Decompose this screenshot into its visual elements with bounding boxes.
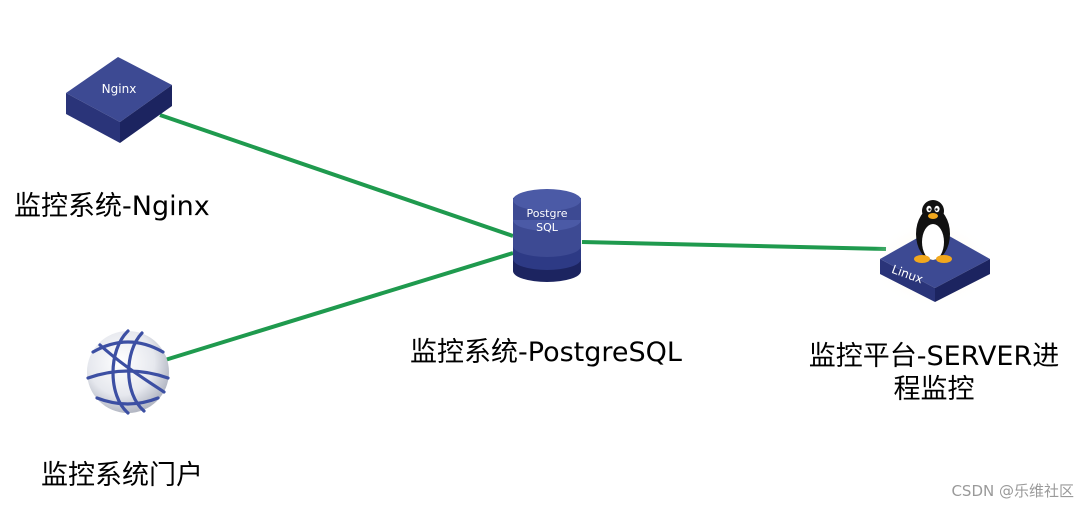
- connections: [159, 113, 887, 362]
- database-icon-text-2: SQL: [536, 221, 559, 234]
- node-label-postgres: 监控系统-PostgreSQL: [410, 337, 682, 368]
- switch-icon-text: Nginx: [102, 82, 137, 96]
- link-nginx-postgres: [159, 113, 514, 238]
- link-postgres-server: [581, 240, 887, 251]
- node-label-portal: 监控系统门户: [41, 460, 203, 491]
- linux-server-icon: Linux: [871, 200, 995, 308]
- globe-icon: [86, 329, 170, 415]
- link-portal-postgres: [164, 251, 514, 362]
- node-label-nginx: 监控系统-Nginx: [14, 191, 210, 222]
- watermark: CSDN @乐维社区: [951, 482, 1074, 500]
- node-label-server: 监控平台-SERVER进程监控: [808, 341, 1060, 405]
- switch-icon: Nginx: [66, 57, 172, 143]
- penguin-icon: [914, 200, 952, 263]
- database-icon-text-1: Postgre: [526, 207, 567, 220]
- database-icon: Postgre SQL: [513, 189, 581, 282]
